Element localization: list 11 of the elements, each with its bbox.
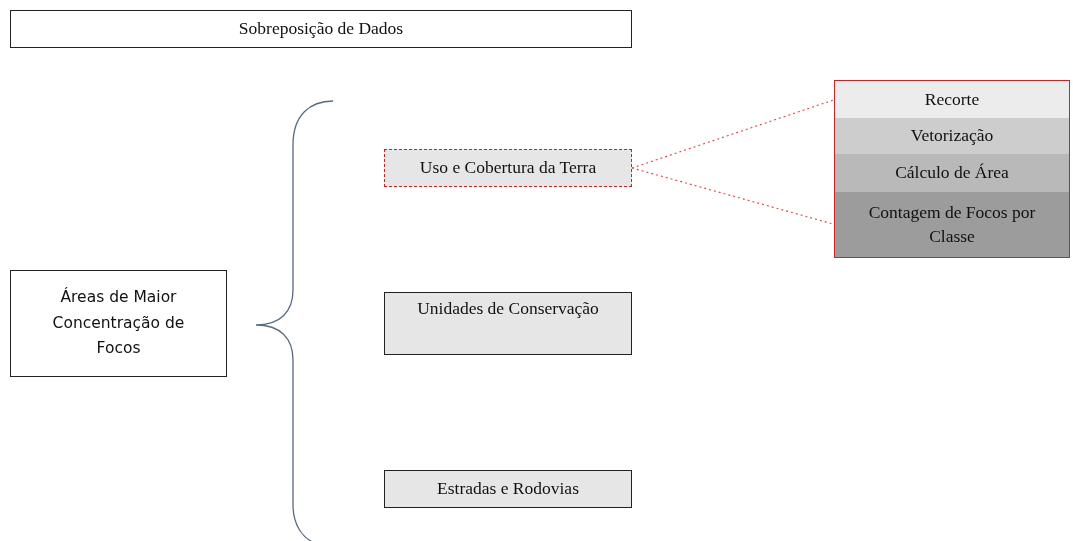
- process-box: Sobreposição de Dados: [10, 10, 632, 48]
- dotted-connector: [631, 98, 836, 169]
- step-row: Recorte: [835, 81, 1069, 118]
- process-box: Áreas de Maior Concentração de Focos: [10, 270, 227, 377]
- step-row: Vetorização: [835, 118, 1069, 154]
- process-box: Unidades de Conservação: [384, 292, 632, 355]
- step-row: Cálculo de Área: [835, 154, 1069, 192]
- step-row: Contagem de Focos por Classe: [835, 192, 1069, 257]
- process-box: Estradas e Rodovias: [384, 470, 632, 508]
- panel-box: [834, 80, 1070, 258]
- process-box: Uso e Cobertura da Terra: [384, 149, 632, 187]
